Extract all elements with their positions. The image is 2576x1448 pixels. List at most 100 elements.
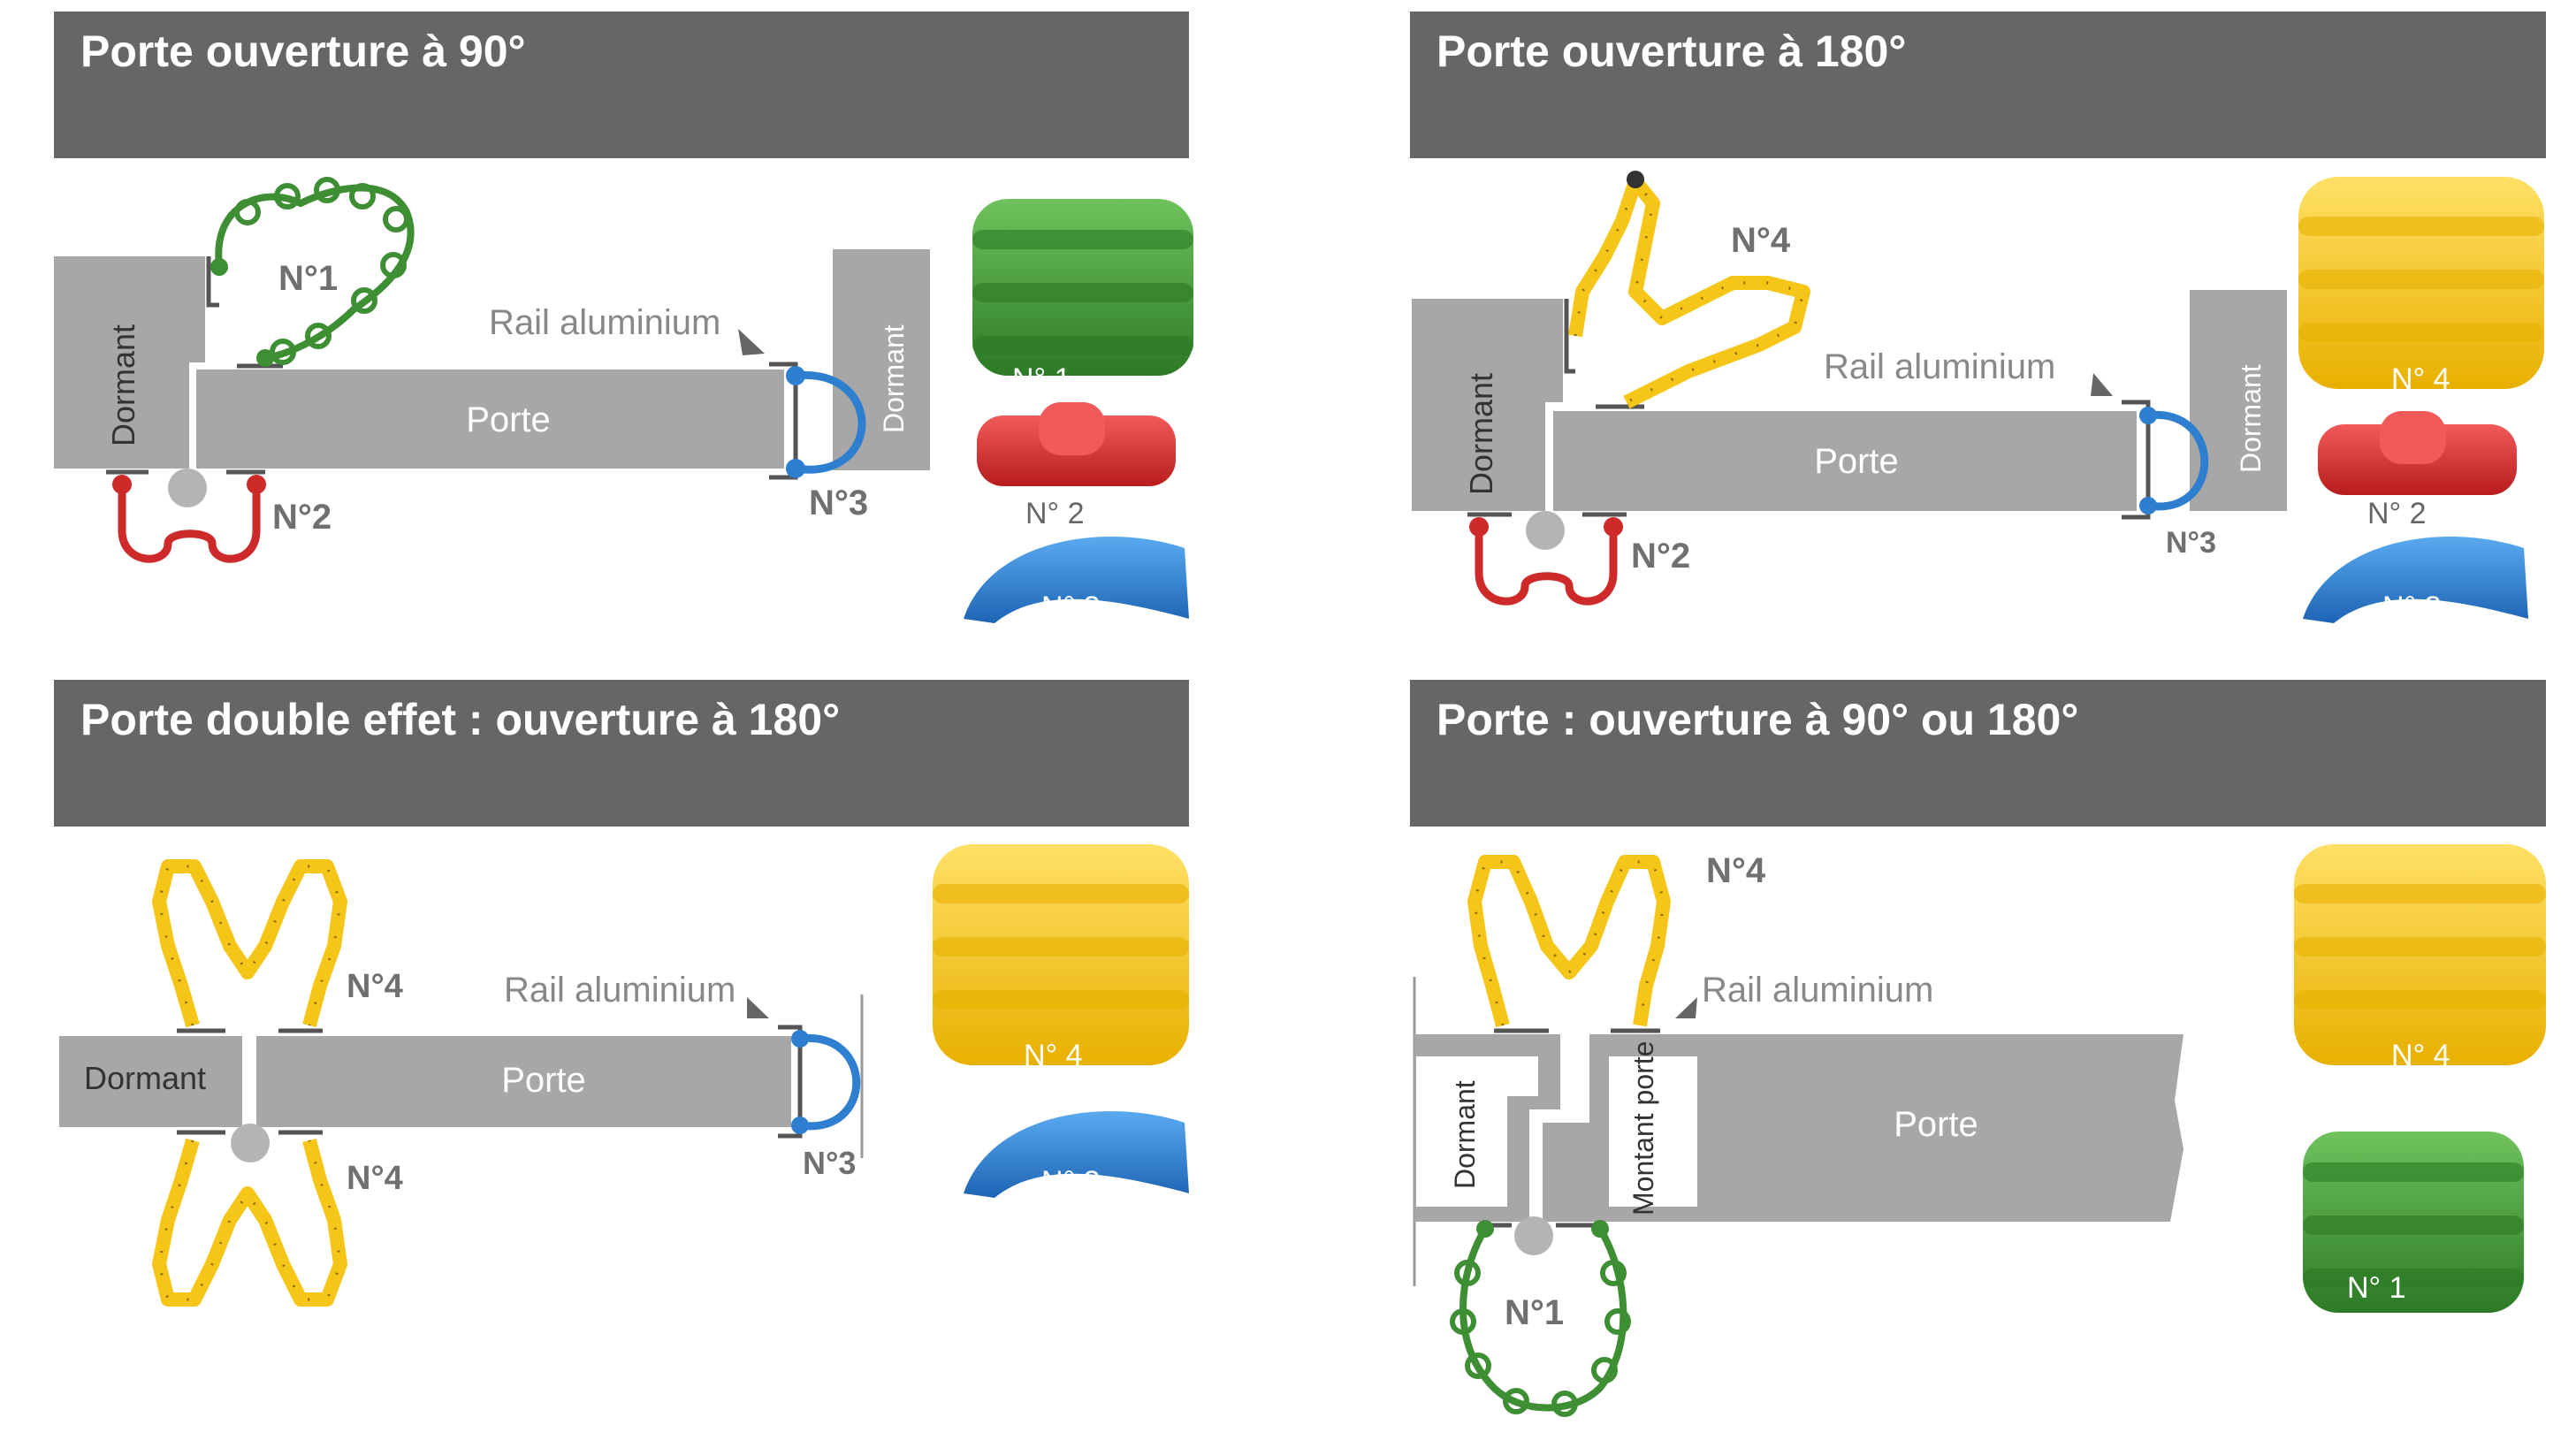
seal-n2-red: [1475, 529, 1618, 606]
seal-n2-label: N°2: [272, 498, 332, 537]
pivot-circle: [1514, 1216, 1553, 1255]
seal-end: [791, 1116, 809, 1134]
porte-block: [1711, 1034, 2184, 1222]
dormant-left-label: Dormant: [1463, 373, 1499, 495]
part-n4-yellow-icon: [2294, 844, 2546, 1065]
part-n2-label: N° 2: [1025, 497, 1085, 530]
clip-icon: [2122, 400, 2151, 520]
seal-end: [112, 475, 132, 494]
seal-n3-label: N°3: [2166, 526, 2216, 560]
seal-bumps: [1450, 1260, 1631, 1417]
seal-end: [1604, 517, 1623, 537]
seal-end: [1627, 171, 1644, 188]
dormant-right-label: Dormant: [2235, 364, 2267, 473]
rail-label: Rail aluminium: [1702, 971, 1933, 1010]
part-n1-label: N° 1: [2347, 1271, 2406, 1305]
part-n4-label: N° 4: [1024, 1039, 1083, 1072]
part-n2-label: N° 2: [2367, 497, 2427, 530]
dormant-left-block: [54, 256, 205, 469]
part-n4-yellow-icon: [933, 844, 1189, 1065]
seal-n4-label: N°4: [1731, 221, 1791, 260]
seal-n1-label: N°1: [1505, 1293, 1564, 1332]
dormant-right-label: Dormant: [878, 324, 910, 433]
part-n3-label: N° 3: [2382, 591, 2442, 624]
panel-1-title: Porte ouverture à 90°: [54, 11, 1189, 158]
rail-arrow-icon: [747, 997, 769, 1018]
dormant-left-block: [1412, 299, 1563, 511]
seal-end: [786, 366, 805, 385]
rail-arrow-icon: [738, 329, 765, 355]
rail-label: Rail aluminium: [1824, 347, 2055, 386]
porte-block: [196, 370, 784, 469]
panel-4-title: Porte : ouverture à 90° ou 180°: [1410, 680, 2546, 827]
panel-2-title: Porte ouverture à 180°: [1410, 11, 2546, 158]
panel-3-title: Porte double effet : ouverture à 180°: [54, 680, 1189, 827]
porte-label: Porte: [466, 400, 551, 439]
part-n2-red-icon: [2318, 411, 2517, 495]
panel-4-diagram: Dormant Montant porte Porte Rail alumini…: [1413, 844, 2546, 1417]
pivot-circle: [231, 1124, 270, 1162]
montant-porte-label: Montant porte: [1627, 1041, 1659, 1216]
part-n3-label: N° 3: [1041, 1165, 1101, 1199]
rail-label: Rail aluminium: [504, 971, 735, 1010]
part-n2-red-icon: [977, 402, 1176, 486]
dormant-left-label: Dormant: [105, 324, 141, 446]
clip-icon: [177, 1028, 323, 1135]
seal-bumps: [234, 177, 409, 365]
part-n3-blue-icon: [964, 1110, 1189, 1198]
seal-n3-blue: [799, 1033, 861, 1131]
dormant-label: Dormant: [84, 1060, 206, 1096]
part-n1-green-icon: [2303, 1132, 2524, 1313]
seal-n2-red: [118, 486, 261, 563]
seal-end: [791, 1030, 809, 1048]
dormant-right-block: [833, 249, 930, 470]
dormant-block: [59, 1036, 242, 1127]
porte-label: Porte: [501, 1061, 586, 1100]
seal-n3-blue: [795, 371, 866, 474]
panel-1-diagram: Dormant Dormant Porte Rail aluminium N°1…: [54, 177, 1193, 624]
panel-3-diagram: Dormant Porte Rail aluminium N°4 N°4 N°3…: [59, 844, 1189, 1307]
porte-block: [256, 1036, 791, 1127]
seal-end: [1469, 517, 1489, 537]
seal-n1-green: [1459, 1226, 1627, 1412]
part-n3-blue-icon: [964, 536, 1189, 623]
seal-n4-label: N°4: [1706, 851, 1766, 890]
seal-n1-label: N°1: [278, 259, 338, 298]
seal-n1-green: [215, 184, 415, 362]
seal-n3-blue: [2147, 411, 2209, 511]
panel-2-diagram: Dormant Dormant Porte Rail aluminium N°4…: [1412, 171, 2544, 624]
clip-icon: [1564, 299, 1575, 374]
clip-icon: [206, 256, 219, 308]
seal-end: [2139, 407, 2157, 424]
seal-n4-yellow: [1568, 174, 1810, 409]
seal-n2-label: N°2: [1631, 537, 1690, 575]
seal-n4-yellow: [1467, 855, 1671, 1028]
seal-end: [786, 459, 805, 478]
part-n1-green-icon: [972, 199, 1193, 376]
pivot-circle: [1526, 511, 1565, 550]
seal-n4-top-label: N°4: [347, 968, 403, 1005]
montant-porte-inner: [1609, 1056, 1697, 1207]
seal-n4-bottom-label: N°4: [347, 1160, 403, 1197]
part-n3-label: N° 3: [1041, 591, 1101, 624]
part-n1-label: N° 1: [1012, 362, 1071, 396]
rail-arrow-icon: [1675, 997, 1697, 1018]
seal-n4-top-yellow: [152, 859, 347, 1028]
seal-end: [210, 258, 228, 276]
dormant-label: Dormant: [1449, 1080, 1481, 1189]
seal-end: [247, 475, 266, 494]
dormant-inner: [1416, 1056, 1538, 1207]
rail-label: Rail aluminium: [489, 303, 720, 342]
porte-block: [1553, 411, 2137, 511]
seal-end: [1476, 1220, 1494, 1238]
rail-arrow-icon: [2091, 373, 2113, 396]
seal-end: [1591, 1220, 1609, 1238]
part-n4-label: N° 4: [2391, 1039, 2450, 1072]
clip-icon: [1481, 1028, 1660, 1228]
porte-label: Porte: [1894, 1105, 1978, 1144]
seal-n4-bottom-yellow: [152, 1138, 347, 1307]
clip-icon: [769, 362, 798, 480]
clip-icon: [778, 1025, 803, 1139]
pivot-circle: [168, 469, 207, 507]
